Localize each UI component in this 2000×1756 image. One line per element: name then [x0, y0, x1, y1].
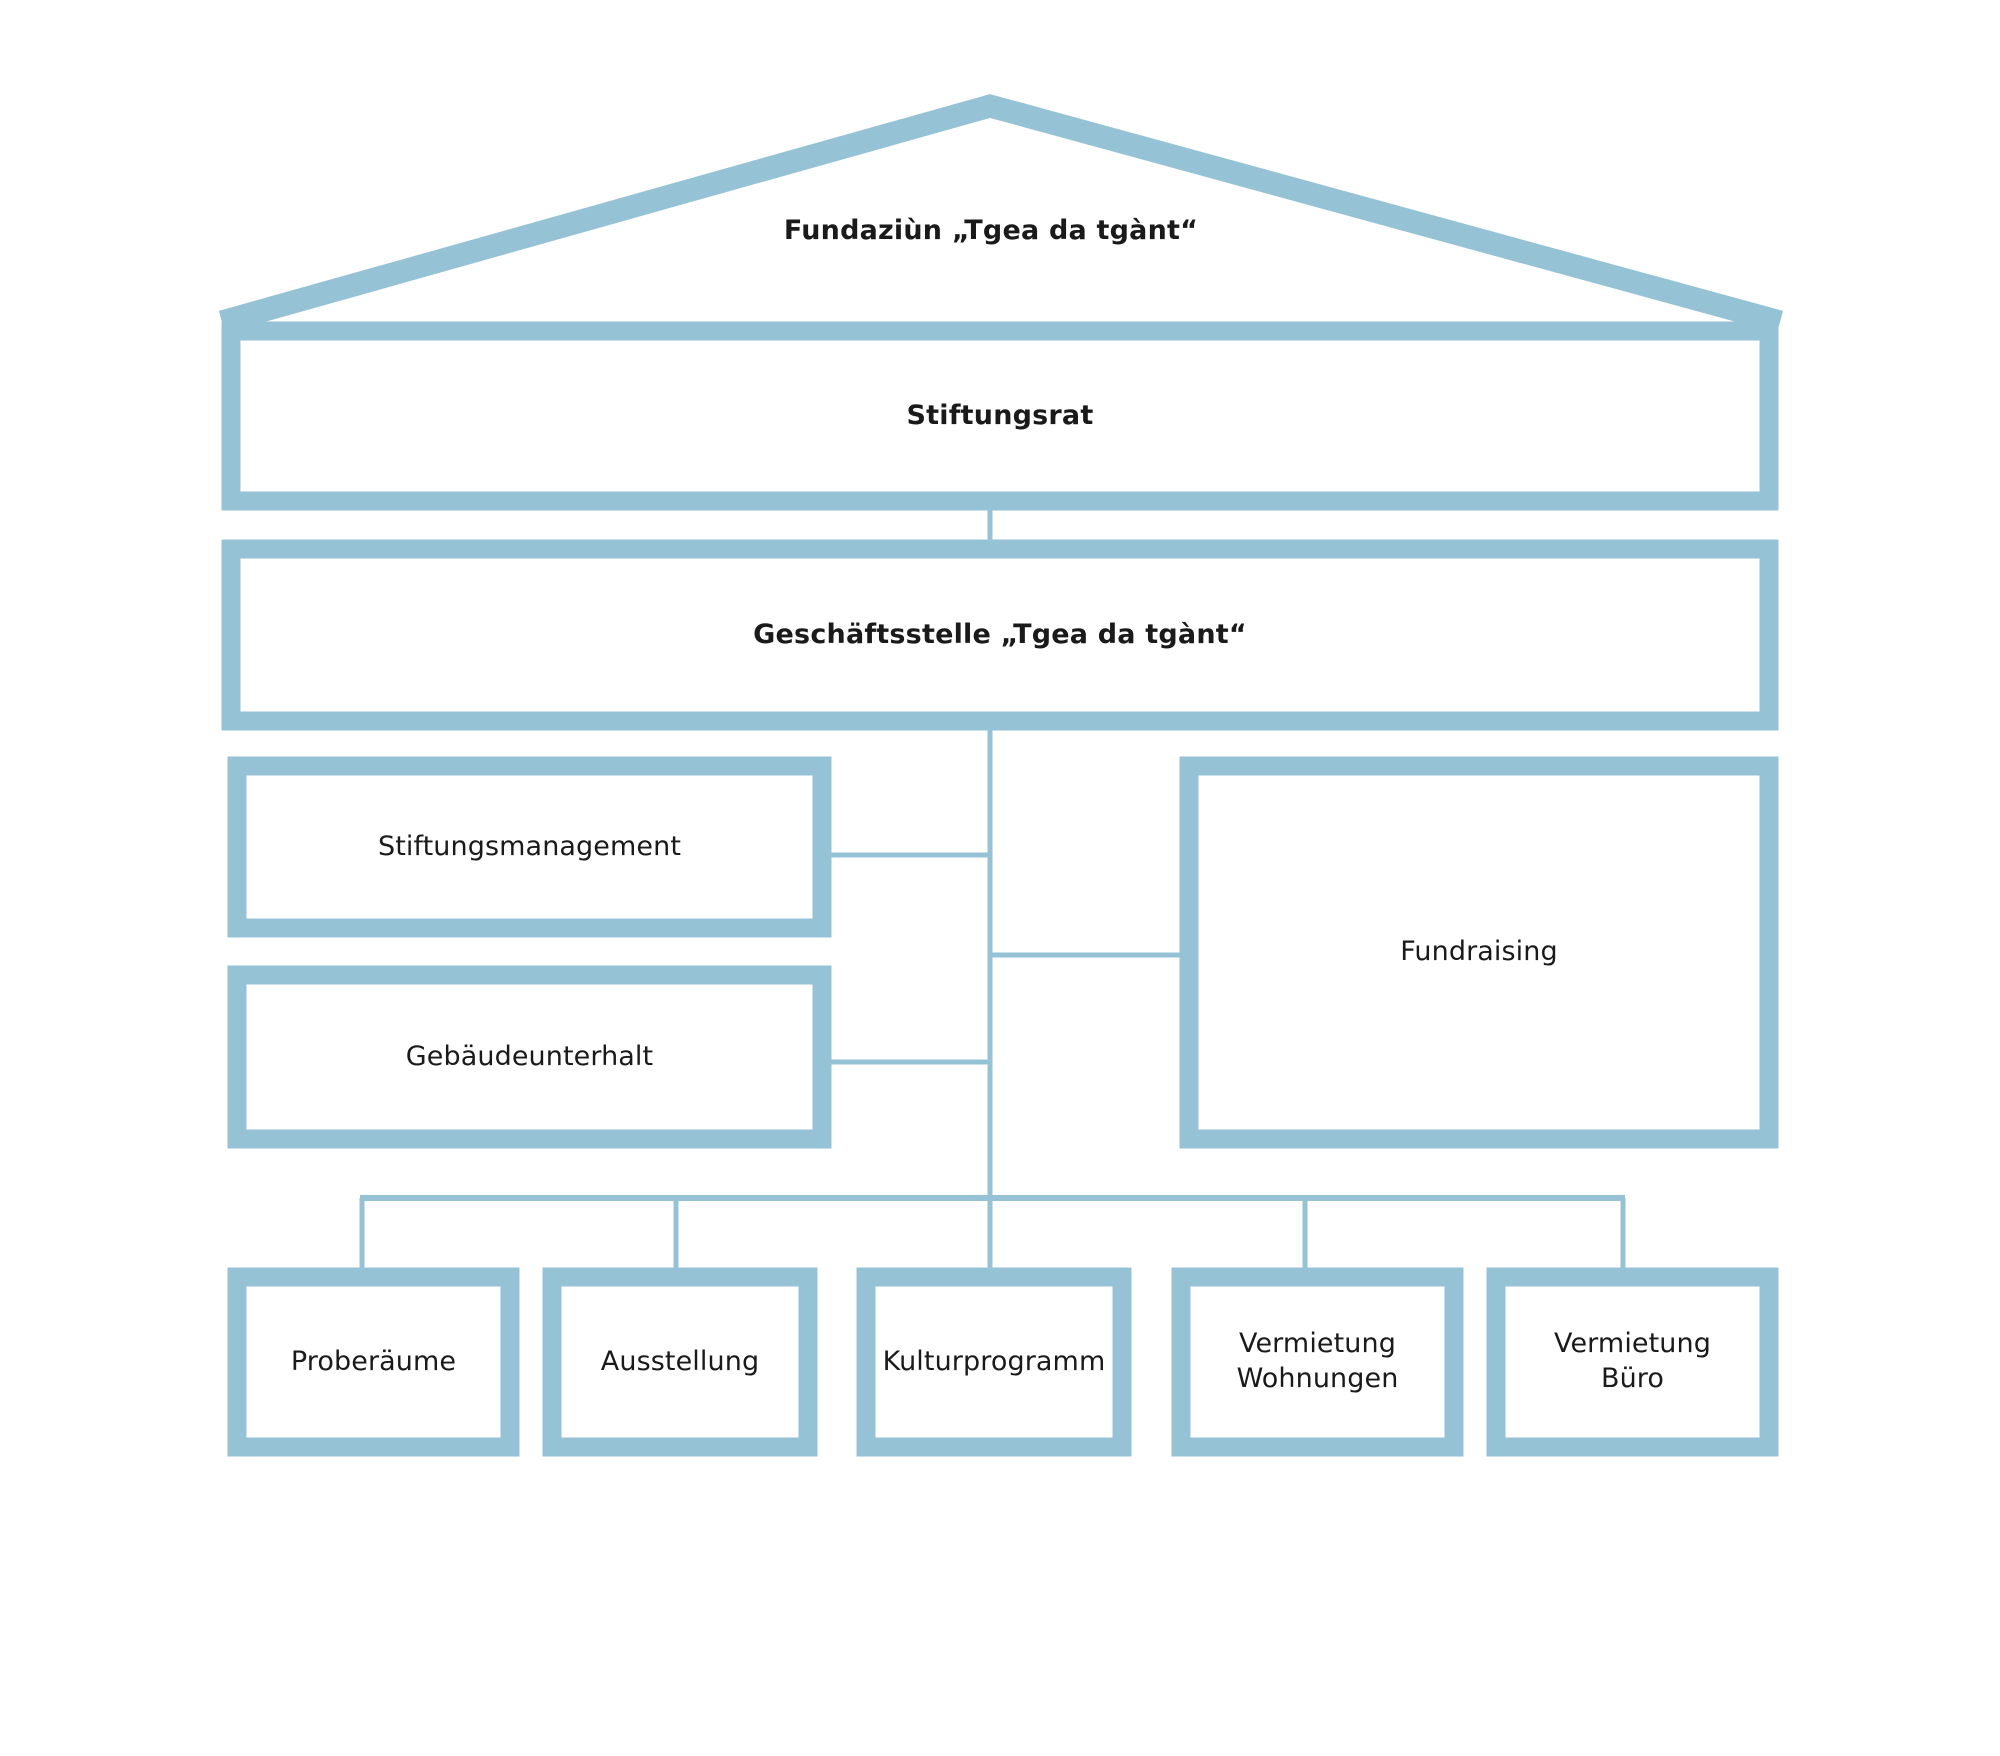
box-ausstellung	[542, 1267, 818, 1457]
roof-shape	[218, 94, 1784, 334]
box-geschaeftsstelle	[221, 539, 1779, 731]
box-vermietung-buero	[1486, 1267, 1779, 1457]
box-gebaeudeunterhalt	[227, 965, 832, 1149]
box-proberaeume	[227, 1267, 520, 1457]
box-stiftungsrat	[221, 321, 1779, 511]
box-fundraising	[1179, 756, 1779, 1149]
box-kulturprogramm	[856, 1267, 1132, 1457]
box-vermietung-wohnungen	[1171, 1267, 1464, 1457]
box-stiftungsmanagement	[227, 756, 832, 938]
